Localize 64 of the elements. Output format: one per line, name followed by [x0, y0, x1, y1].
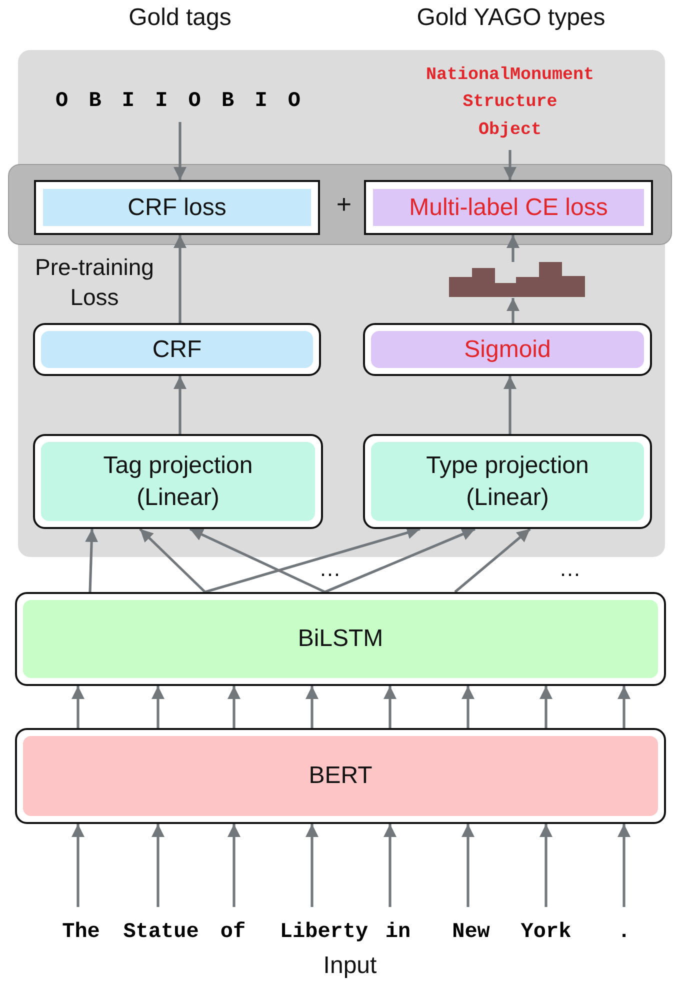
arrow: [189, 528, 326, 594]
process-box: [33, 323, 321, 376]
arrow: [540, 824, 552, 907]
arrow: [228, 824, 240, 907]
arrow: [306, 686, 318, 728]
loss-box: [364, 180, 653, 235]
arrow: [384, 686, 396, 728]
input-token: in: [385, 920, 411, 944]
arrow: [504, 150, 516, 180]
arrow: [540, 686, 552, 728]
arrow: [462, 824, 474, 907]
arrow: [384, 824, 396, 907]
type-list: NationalMonument Structure Object: [390, 62, 630, 144]
arrow: [618, 686, 630, 728]
input-token: .: [618, 920, 630, 944]
arrow: [174, 235, 186, 323]
input-token: Liberty: [280, 920, 368, 944]
arrow: [85, 528, 98, 592]
arrow: [72, 686, 84, 728]
process-box: [15, 728, 666, 824]
column-heading: Gold tags: [128, 4, 232, 32]
box-label: BERT: [23, 736, 658, 816]
loss-band: [8, 164, 672, 245]
arrow: [72, 824, 84, 907]
arrow: [506, 235, 520, 262]
arrow: [618, 824, 630, 907]
axis-caption: Input: [322, 952, 378, 980]
arrow: [506, 298, 520, 323]
input-token: York: [520, 920, 572, 944]
box-label: Tag projection (Linear): [41, 442, 315, 521]
arrow: [139, 528, 206, 593]
arrow: [174, 122, 186, 180]
histogram-drawing: [449, 262, 585, 298]
arrow: [306, 824, 318, 907]
box-label: Type projection (Linear): [371, 442, 644, 521]
side-caption: Pre-training Loss: [34, 253, 155, 312]
arrow: [152, 686, 164, 728]
box-label: BiLSTM: [23, 600, 658, 678]
arrow: [204, 526, 420, 594]
process-box: [15, 592, 666, 686]
ellipsis: …: [318, 556, 342, 582]
arrow: [152, 824, 164, 907]
process-box: [363, 434, 652, 529]
box-label: Multi-label CE loss: [373, 189, 644, 226]
arrow: [504, 376, 516, 434]
process-box: [33, 434, 323, 529]
input-token: Statue: [123, 920, 199, 944]
input-token: of: [220, 920, 246, 944]
tag-sequence: O B I I O B I O: [55, 90, 305, 112]
loss-box: [34, 180, 320, 235]
column-heading: Gold YAGO types: [416, 4, 606, 32]
ellipsis: …: [558, 556, 582, 582]
arrow: [174, 376, 186, 434]
plus-sign: +: [335, 189, 353, 220]
input-token: New: [452, 920, 490, 944]
box-label: CRF: [41, 331, 313, 368]
arrow: [324, 528, 476, 594]
arrow: [462, 686, 474, 728]
box-label: Sigmoid: [371, 331, 644, 368]
input-token: The: [62, 920, 100, 944]
arrow: [454, 528, 531, 593]
process-box: [363, 323, 652, 376]
arrow: [228, 686, 240, 728]
box-label: CRF loss: [43, 189, 311, 226]
